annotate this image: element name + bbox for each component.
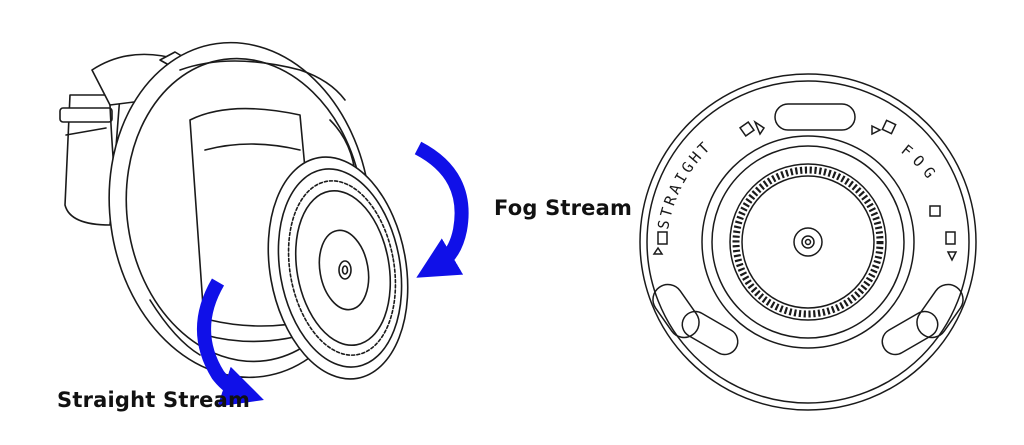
tooth-ring: [732, 166, 884, 318]
straight-stream-label: Straight Stream: [57, 388, 251, 412]
straight-direction-markers: [652, 120, 766, 255]
fog-direction-markers: [871, 119, 958, 262]
front-bezel: [267, 156, 409, 380]
straight-rotation-arrow-icon: [197, 278, 264, 407]
outer-rim: [639, 73, 977, 411]
fog-rotation-arrow-icon: [414, 141, 469, 278]
fog-stream-label: Fog Stream: [494, 196, 633, 220]
grip-pads: [652, 103, 964, 356]
nozzle-side-view: [59, 41, 409, 380]
nozzle-center: [793, 227, 823, 257]
nozzle-front-view: [639, 73, 977, 411]
